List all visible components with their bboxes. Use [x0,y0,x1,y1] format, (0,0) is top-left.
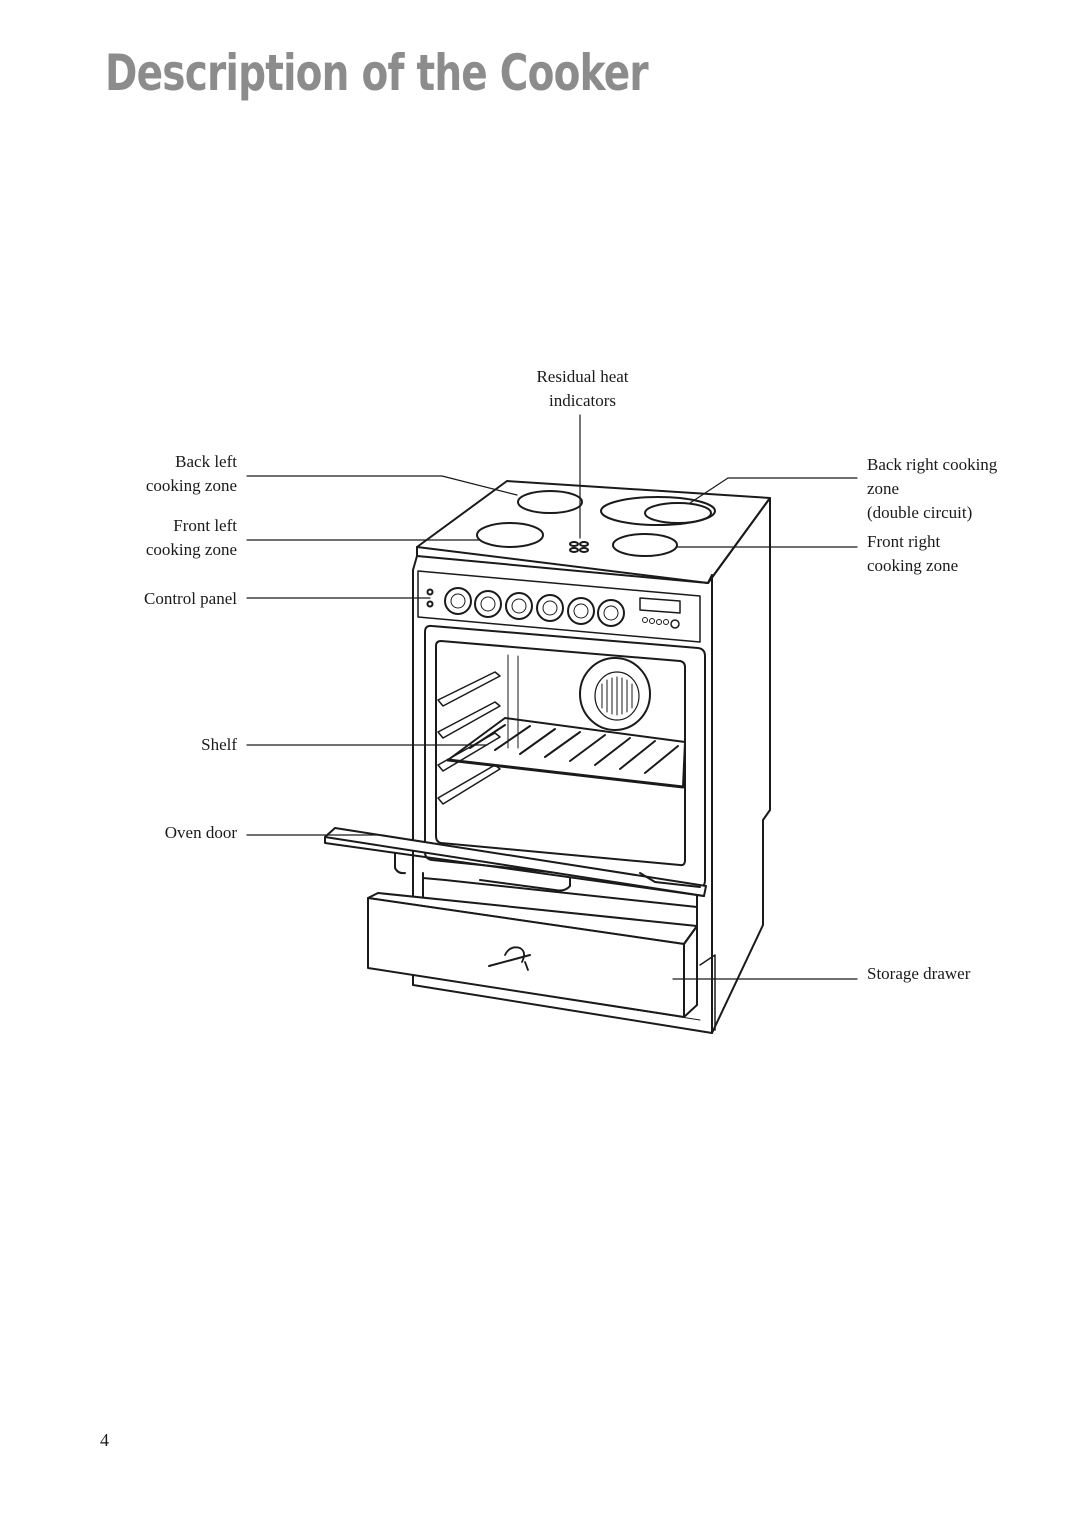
page-title: Description of the Cooker [105,44,649,102]
back-right-zone-inner [644,502,712,524]
label-back-left-line1: Back left [175,452,237,471]
control-panel [417,570,701,643]
knob-4 [536,594,564,622]
label-residual-heat-line2: indicators [548,391,617,410]
label-back-right-line3: (double circuit) [867,503,973,522]
oven-fan [579,657,651,731]
knob-5 [567,597,595,625]
label-back-left-line2: cooking zone [145,476,237,495]
storage-drawer [367,872,716,1031]
label-control-panel: Control panel [143,589,237,608]
label-front-right-line2: cooking zone [867,556,959,575]
back-right-zone-outer [600,496,716,526]
label-back-right-line2: zone [867,479,900,498]
label-front-left-line1: Front left [173,516,237,535]
page-number: 4 [100,1430,109,1450]
front-left-zone [476,522,544,548]
knob-3 [505,592,533,620]
oven-shelf [446,717,686,789]
label-back-left: Back left cooking zone [100,450,237,498]
oven-door [324,827,707,897]
knob-6 [597,599,625,627]
label-back-right-line1: Back right cooking [867,455,998,474]
knob-1 [444,587,472,615]
label-oven-door: Oven door [164,823,237,842]
back-left-zone [517,490,583,514]
leader-back-left [246,475,518,496]
oven-frame [424,624,706,889]
label-residual-heat-line1: Residual heat [536,367,629,386]
label-front-right: Front right cooking zone [867,530,958,578]
label-residual-heat: Residual heat indicators [515,365,650,413]
label-storage-drawer: Storage drawer [867,964,971,983]
label-front-left: Front left cooking zone [100,514,237,562]
knob-2 [474,590,502,618]
cooking-zones [476,490,716,557]
label-front-left-line2: cooking zone [145,540,237,559]
label-front-right-line1: Front right [867,532,941,551]
leader-lines [246,414,858,980]
front-right-zone [612,533,678,557]
label-shelf: Shelf [201,735,237,754]
leader-back-right [689,477,858,504]
label-back-right: Back right cooking zone (double circuit) [867,453,997,525]
